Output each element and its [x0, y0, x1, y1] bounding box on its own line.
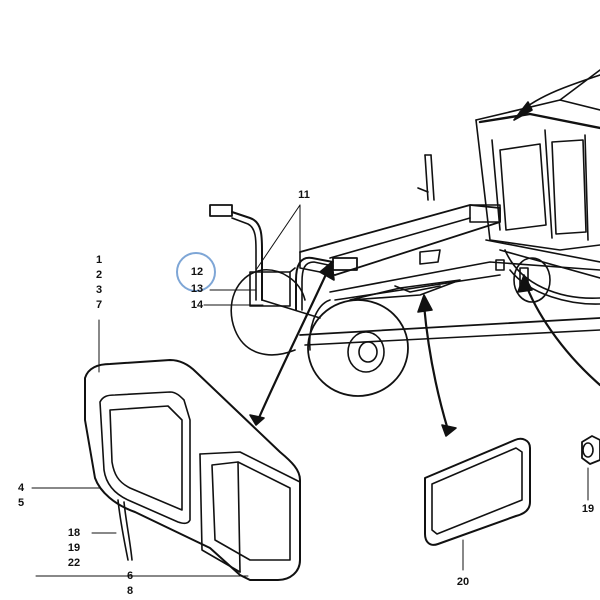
callout-3: 3 — [95, 284, 103, 296]
callout-22: 22 — [67, 557, 81, 569]
highlight-circle — [176, 252, 216, 292]
callout-7: 7 — [95, 299, 103, 311]
callout-14: 14 — [190, 299, 204, 311]
callout-2: 2 — [95, 269, 103, 281]
callout-6: 6 — [126, 570, 134, 582]
callout-8: 8 — [126, 585, 134, 597]
nut — [581, 435, 600, 465]
callout-1: 1 — [95, 254, 103, 266]
side-lamp — [84, 359, 301, 581]
pointer-arrows — [249, 261, 600, 437]
callout-20: 20 — [456, 576, 470, 588]
motor-grader — [230, 69, 600, 397]
callout-11: 11 — [298, 189, 310, 201]
leader-lines — [31, 204, 589, 577]
callout-13: 13 — [190, 283, 204, 295]
callout-12[interactable]: 12 — [190, 266, 204, 278]
lamp-brackets — [209, 204, 358, 319]
callout-19-right: 19 — [581, 503, 595, 515]
callout-5: 5 — [17, 497, 25, 509]
callout-4: 4 — [17, 482, 25, 494]
callout-19-left: 19 — [67, 542, 81, 554]
callout-18: 18 — [67, 527, 81, 539]
lens-plate — [424, 437, 531, 546]
